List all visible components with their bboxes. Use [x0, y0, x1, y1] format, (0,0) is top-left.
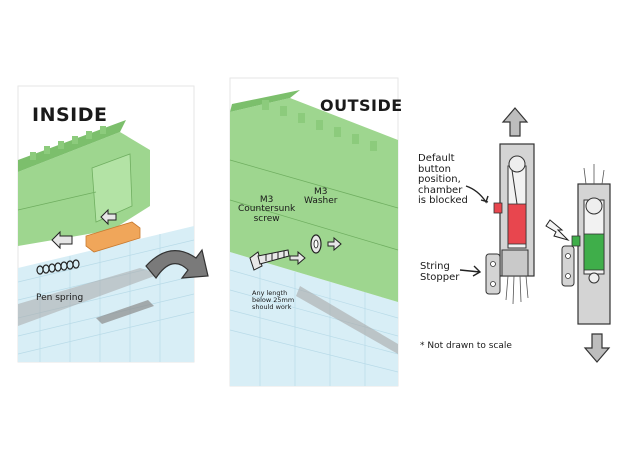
inside-title: INSIDE — [32, 104, 108, 126]
scale-note: * Not drawn to scale — [420, 341, 512, 351]
washer-icon — [310, 234, 322, 254]
screw-label: M3 Countersunk screw — [238, 195, 296, 224]
default-position-label: Default button position, chamber is bloc… — [418, 153, 468, 206]
up-arrow-icon — [501, 107, 529, 137]
press-arrow-icon — [545, 219, 570, 242]
outside-title: OUTSIDE — [320, 96, 403, 115]
screw-icon — [249, 249, 290, 271]
pen-spring-icon — [36, 259, 80, 275]
washer-label: M3 Washer — [304, 187, 338, 207]
length-note: Any length below 25mm should work — [252, 289, 295, 311]
right-arrow-icon — [327, 236, 342, 252]
pen-spring-label: Pen spring — [36, 293, 84, 303]
schematic-panel — [459, 107, 611, 363]
down-arrow-icon — [583, 333, 611, 363]
left-arrow-icon — [100, 208, 117, 226]
outside-panel — [229, 77, 399, 387]
curved-arrow-icon — [145, 248, 209, 280]
inside-panel — [17, 85, 195, 363]
left-arrow-icon — [51, 230, 73, 250]
right-arrow-icon — [289, 250, 306, 266]
pointer-arrow-icon — [465, 185, 489, 204]
string-stopper-label: String Stopper — [420, 261, 460, 283]
pointer-arrow-icon — [459, 265, 482, 277]
